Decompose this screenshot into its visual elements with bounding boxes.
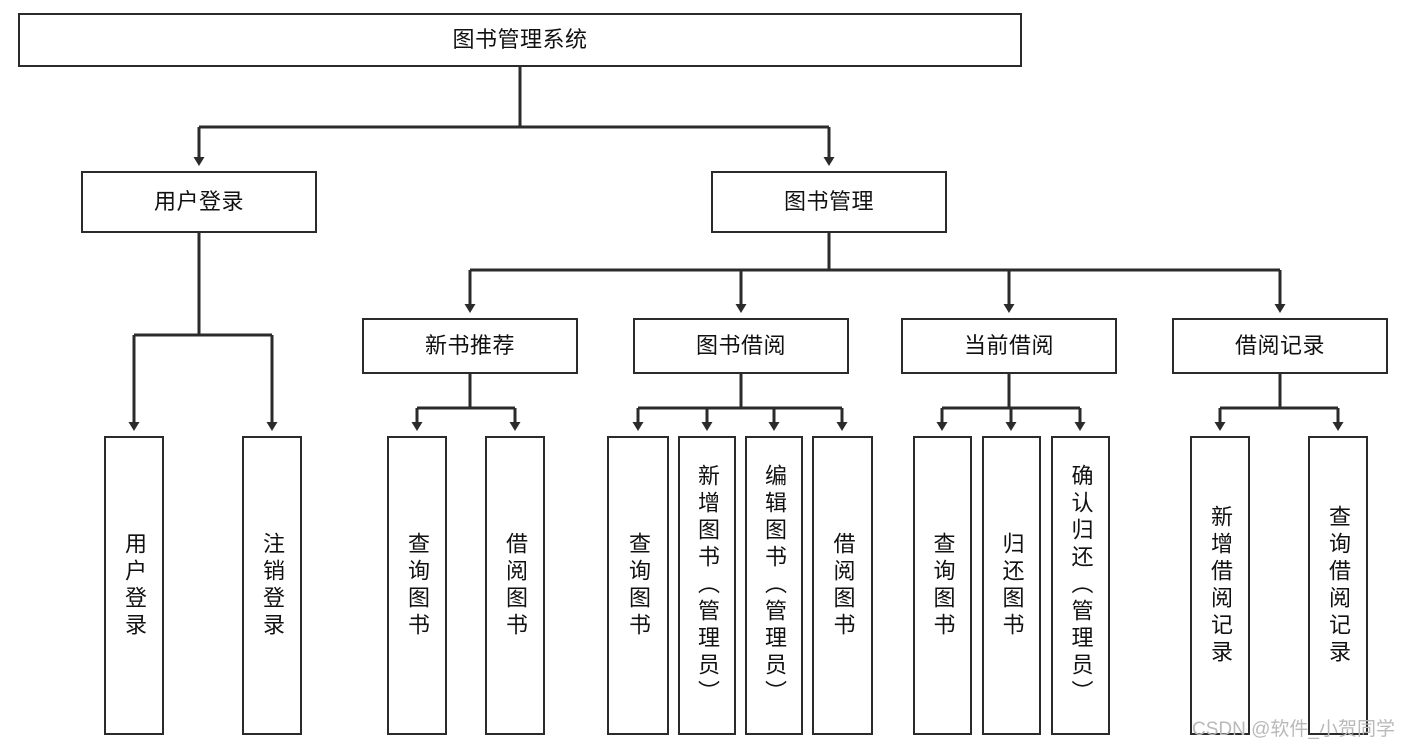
node-user-login[interactable]: 用户登录 <box>81 171 317 233</box>
leaf-query-book-1[interactable]: 查询图书 <box>387 436 447 735</box>
node-book-borrow-label: 图书借阅 <box>695 333 786 359</box>
leaf-query-book-3[interactable]: 查询图书 <box>913 436 972 735</box>
leaf-confirm-return-admin-label: 确认归还（管理员） <box>1068 464 1094 707</box>
leaf-edit-book-admin[interactable]: 编辑图书（管理员） <box>745 436 803 735</box>
leaf-query-book-2-label: 查询图书 <box>626 531 651 640</box>
node-root-label: 图书管理系统 <box>452 27 588 53</box>
leaf-add-book-admin-label: 新增图书（管理员） <box>695 464 720 707</box>
leaf-return-book-label: 归还图书 <box>999 531 1025 640</box>
node-book-management-label: 图书管理 <box>783 189 874 215</box>
csdn-watermark: CSDN @软件_小贺同学 <box>1192 719 1395 740</box>
node-user-login-label: 用户登录 <box>153 189 244 215</box>
leaf-borrow-book-1[interactable]: 借阅图书 <box>485 436 545 735</box>
leaf-logout-label: 注销登录 <box>260 531 285 640</box>
node-current-borrow-label: 当前借阅 <box>963 333 1054 359</box>
leaf-query-book-1-label: 查询图书 <box>405 531 430 640</box>
leaf-logout[interactable]: 注销登录 <box>242 436 302 735</box>
node-book-management[interactable]: 图书管理 <box>711 171 947 233</box>
leaf-borrow-book-1-label: 借阅图书 <box>503 531 528 640</box>
leaf-add-borrow-record-label: 新增借阅记录 <box>1208 504 1233 667</box>
node-new-book-recommend[interactable]: 新书推荐 <box>362 318 578 374</box>
leaf-query-book-2[interactable]: 查询图书 <box>607 436 669 735</box>
leaf-query-borrow-record[interactable]: 查询借阅记录 <box>1308 436 1368 735</box>
leaf-query-borrow-record-label: 查询借阅记录 <box>1326 504 1351 667</box>
node-book-borrow[interactable]: 图书借阅 <box>633 318 849 374</box>
leaf-add-borrow-record[interactable]: 新增借阅记录 <box>1190 436 1250 735</box>
leaf-confirm-return-admin[interactable]: 确认归还（管理员） <box>1051 436 1110 735</box>
leaf-add-book-admin[interactable]: 新增图书（管理员） <box>678 436 736 735</box>
node-new-book-recommend-label: 新书推荐 <box>424 333 515 359</box>
node-borrow-records[interactable]: 借阅记录 <box>1172 318 1388 374</box>
leaf-borrow-book-2[interactable]: 借阅图书 <box>812 436 873 735</box>
leaf-user-login-label: 用户登录 <box>122 531 147 640</box>
leaf-user-login[interactable]: 用户登录 <box>104 436 164 735</box>
node-current-borrow[interactable]: 当前借阅 <box>901 318 1117 374</box>
leaf-borrow-book-2-label: 借阅图书 <box>830 531 856 640</box>
node-borrow-records-label: 借阅记录 <box>1234 333 1325 359</box>
node-root[interactable]: 图书管理系统 <box>18 13 1022 67</box>
leaf-query-book-3-label: 查询图书 <box>930 531 956 640</box>
leaf-edit-book-admin-label: 编辑图书（管理员） <box>762 464 787 707</box>
leaf-return-book[interactable]: 归还图书 <box>982 436 1041 735</box>
